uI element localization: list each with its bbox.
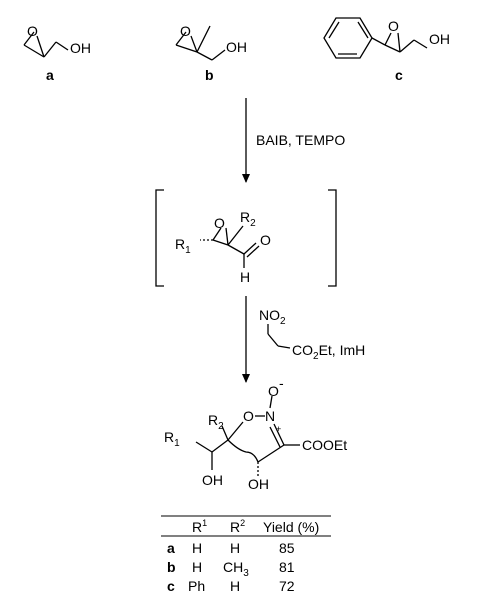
bond <box>43 41 57 58</box>
table-header-r1: R1 <box>192 518 207 535</box>
table-row: b H CH3 81 <box>167 559 295 579</box>
methyl-bond <box>196 25 211 53</box>
bond <box>190 35 198 53</box>
compound-b-oxygen: O <box>180 23 191 39</box>
row-yield: 85 <box>279 540 295 556</box>
bond <box>211 49 226 61</box>
bond <box>399 39 415 53</box>
carbonyl-bond-2 <box>246 245 260 258</box>
aromatic-bond <box>357 21 369 39</box>
compound-c-hydroxyl: OH <box>429 31 450 47</box>
product-r2: R2 <box>208 412 224 432</box>
bond <box>397 32 401 53</box>
bond <box>55 41 69 51</box>
bond <box>23 31 35 46</box>
intermediate-r1: R1 <box>175 236 191 256</box>
ring-bond-c4-c5 <box>227 439 259 463</box>
bond <box>277 345 291 349</box>
compound-c <box>323 17 428 59</box>
step2-ester-and-base: CO2Et, ImH <box>292 342 365 362</box>
step1-reagents: BAIB, TEMPO <box>256 132 345 148</box>
ring-bond-n-c3 <box>273 423 285 446</box>
bond <box>384 32 392 46</box>
product-ring-oxygen: O <box>243 408 254 424</box>
compound-a-oxygen: O <box>27 23 38 39</box>
r2-bond <box>227 225 244 246</box>
product-n-charge: + <box>276 424 281 434</box>
table-row: a H H 85 <box>167 540 295 556</box>
nitroacetate-reagent <box>267 324 291 349</box>
compound-c-label: c <box>395 67 403 83</box>
bond <box>196 51 213 61</box>
intermediate-brackets <box>155 189 337 287</box>
compound-a-label: a <box>46 67 54 83</box>
benzene-ring <box>323 17 373 59</box>
ring-double-bond <box>269 426 281 448</box>
row-r2: H <box>230 578 240 594</box>
bond <box>267 333 279 347</box>
table-header-r2: R2 <box>230 518 245 535</box>
bond <box>212 227 222 241</box>
intermediate-oxygen: O <box>214 215 225 231</box>
bond <box>212 239 229 246</box>
compound-a-hydroxyl: OH <box>70 40 91 56</box>
yield-table: R1 R2 Yield (%) a H H 85 b H CH3 81 c Ph… <box>161 515 331 594</box>
row-yield: 72 <box>279 578 295 594</box>
left-bracket <box>155 189 164 287</box>
compound-b <box>175 25 226 61</box>
compound-a <box>23 31 69 58</box>
ring-bond-c3-c4 <box>257 444 285 463</box>
step2-nitro: NO2 <box>259 307 286 327</box>
table-header-yield: Yield (%) <box>263 519 319 535</box>
bond <box>225 227 229 246</box>
product-hydroxyl-2: OH <box>248 476 269 492</box>
intermediate <box>200 225 260 268</box>
row-letter: c <box>167 578 175 594</box>
bond <box>175 44 198 53</box>
product-n-oxide-oxygen: O <box>268 383 279 399</box>
row-r1: H <box>192 559 202 575</box>
row-yield: 81 <box>279 559 295 575</box>
bond <box>384 44 401 53</box>
compound-b-hydroxyl: OH <box>226 39 247 55</box>
row-letter: a <box>167 540 175 556</box>
intermediate-r2: R2 <box>240 209 256 229</box>
row-r1: Ph <box>188 578 205 594</box>
bond <box>227 244 245 255</box>
bond <box>211 439 229 453</box>
bond <box>413 39 428 49</box>
product-r1: R1 <box>164 429 180 449</box>
product-hydroxyl-1: OH <box>202 472 223 488</box>
n-oxide-bond <box>269 395 273 409</box>
compound-c-oxygen: O <box>388 18 399 34</box>
row-r2: H <box>230 540 240 556</box>
bond <box>175 31 187 46</box>
bond <box>36 35 45 58</box>
table-row: c Ph H 72 <box>167 578 295 594</box>
row-r2: CH3 <box>223 559 249 579</box>
aromatic-bond <box>328 21 340 39</box>
row-letter: b <box>167 559 176 575</box>
intermediate-carbonyl-oxygen: O <box>260 232 271 248</box>
right-bracket <box>328 189 337 287</box>
r2-bond <box>221 425 229 441</box>
product-oxide-charge: - <box>279 375 284 391</box>
r1-bond <box>195 441 213 453</box>
product <box>195 395 300 476</box>
intermediate-aldehyde-h: H <box>240 269 250 285</box>
product-ester: COOEt <box>302 437 347 453</box>
bond <box>371 37 386 46</box>
bond <box>23 44 45 58</box>
compound-b-label: b <box>205 67 214 83</box>
product-nitrogen: N <box>265 408 275 424</box>
ring-bond-c5-o <box>227 421 244 441</box>
row-r1: H <box>192 540 202 556</box>
carbonyl-bond <box>243 242 257 255</box>
